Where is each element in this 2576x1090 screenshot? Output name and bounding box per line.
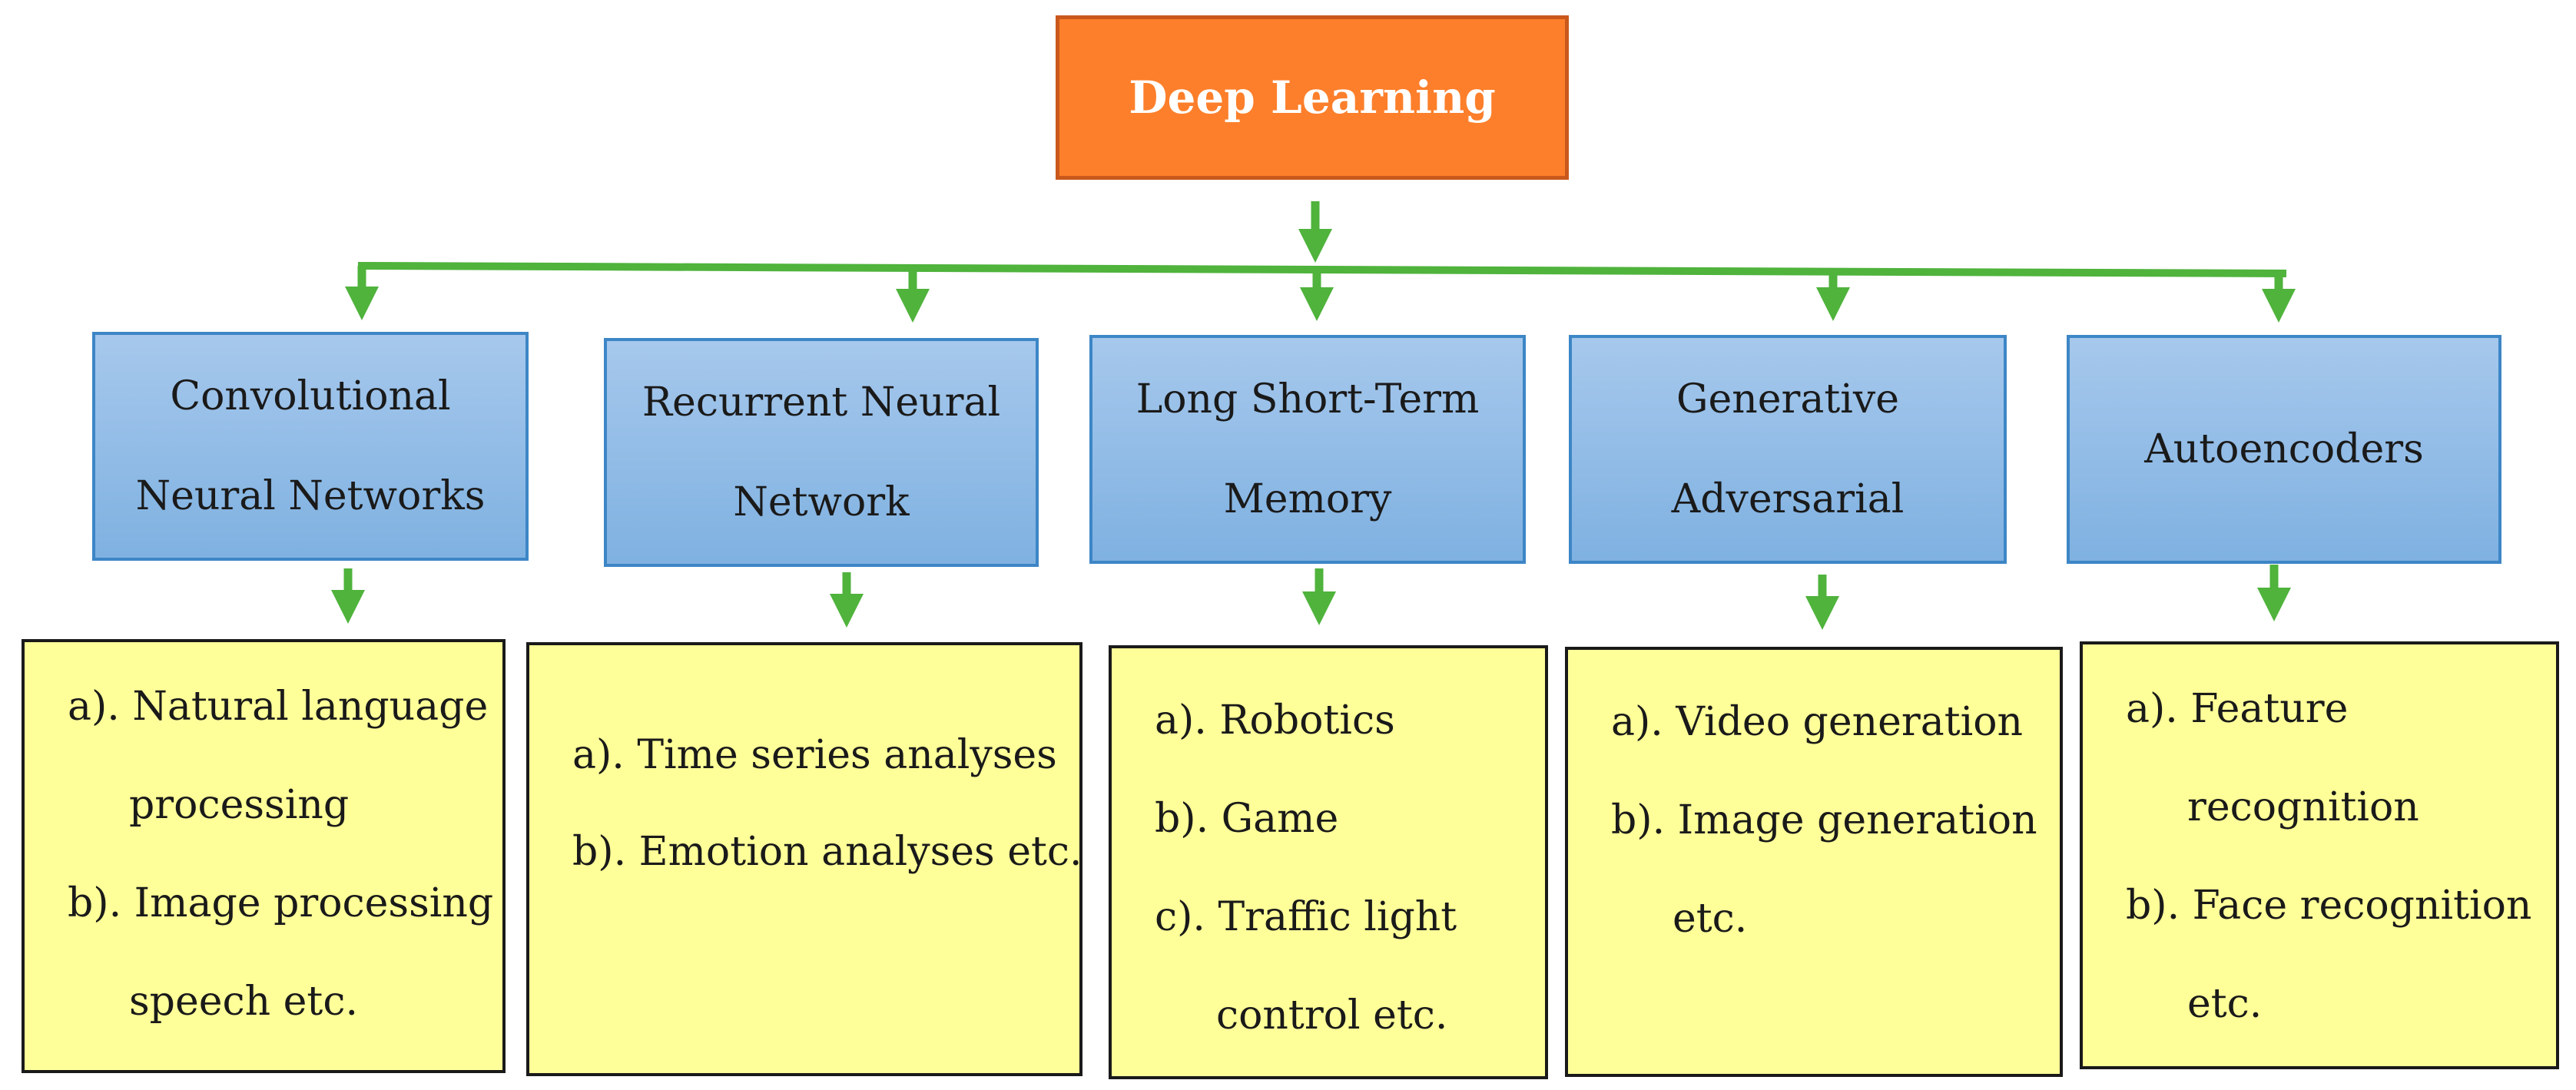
application-item: b). Emotion analyses etc. (572, 803, 1082, 900)
item-text-continued: control etc. (1216, 992, 1448, 1039)
application-item: b). Image processing speech etc. (68, 854, 502, 1051)
item-marker: b). (572, 829, 627, 875)
item-text: Game (1221, 796, 1339, 842)
application-item: b). Image generation etc. (1611, 771, 2060, 968)
item-marker: a). (2126, 686, 2178, 732)
category-label-line: Long Short-Term (1135, 376, 1480, 422)
category-cnn: Convolutional Neural Networks (92, 332, 529, 561)
application-item: c). Traffic light control etc. (1155, 868, 1545, 1065)
category-autoencoders: Autoencoders (2067, 335, 2501, 564)
category-label-line: Memory (1223, 476, 1392, 522)
applications-cnn: a). Natural language processing b). Imag… (22, 639, 506, 1073)
item-text-continued: recognition (2187, 784, 2419, 830)
category-lstm: Long Short-Term Memory (1089, 335, 1526, 564)
application-item: b). Face recognition etc. (2126, 856, 2556, 1053)
application-item: a). Natural language processing (68, 642, 502, 854)
item-text-continued: etc. (2187, 981, 2263, 1027)
item-marker: a). (572, 732, 625, 778)
root-label: Deep Learning (1129, 71, 1496, 124)
category-rnn: Recurrent Neural Network (604, 338, 1039, 567)
category-label-line: Recurrent Neural (642, 379, 1001, 426)
horizontal-bus-line (357, 262, 2287, 277)
item-text: Time series analyses (637, 732, 1057, 778)
item-text: Video generation (1676, 699, 2024, 745)
item-text-continued: processing (129, 782, 350, 828)
item-text: Traffic light (1218, 894, 1457, 940)
item-text-continued: etc. (1673, 896, 1748, 942)
item-marker: b). (2126, 883, 2180, 929)
item-marker: b). (1611, 797, 1666, 843)
item-marker: a). (1155, 697, 1207, 744)
category-label-line: Adversarial (1671, 476, 1905, 522)
category-label-line: Generative (1676, 376, 1900, 422)
applications-gan: a). Video generation b). Image generatio… (1565, 647, 2063, 1077)
category-label-line: Network (733, 479, 910, 525)
item-marker: a). (68, 684, 120, 730)
category-label-line: Convolutional (170, 373, 451, 419)
item-text: Feature (2190, 686, 2349, 732)
application-item: a). Robotics (1155, 648, 1545, 770)
application-item: a). Video generation (1611, 650, 2060, 771)
item-text: Natural language (132, 684, 489, 730)
category-label-line: Autoencoders (2144, 426, 2424, 472)
applications-autoencoders: a). Feature recognition b). Face recogni… (2080, 641, 2559, 1069)
item-text: Image processing (134, 880, 494, 926)
category-label-line: Neural Networks (135, 473, 486, 519)
item-text: Emotion analyses etc. (638, 829, 1082, 875)
category-gan: Generative Adversarial (1569, 335, 2007, 564)
item-marker: a). (1611, 699, 1663, 745)
application-item: a). Feature recognition (2126, 644, 2556, 856)
item-text: Image generation (1677, 797, 2037, 843)
item-text: Face recognition (2192, 883, 2532, 929)
root-node-deep-learning: Deep Learning (1056, 15, 1569, 180)
application-item: a). Time series analyses (572, 645, 1079, 803)
item-text-continued: speech etc. (129, 979, 358, 1025)
applications-lstm: a). Robotics b). Game c). Traffic light … (1109, 645, 1548, 1079)
item-marker: b). (1155, 796, 1209, 842)
item-marker: c). (1155, 894, 1205, 940)
application-item: b). Game (1155, 770, 1545, 868)
applications-rnn: a). Time series analyses b). Emotion ana… (526, 642, 1082, 1076)
item-text: Robotics (1219, 697, 1395, 744)
item-marker: b). (68, 880, 122, 926)
